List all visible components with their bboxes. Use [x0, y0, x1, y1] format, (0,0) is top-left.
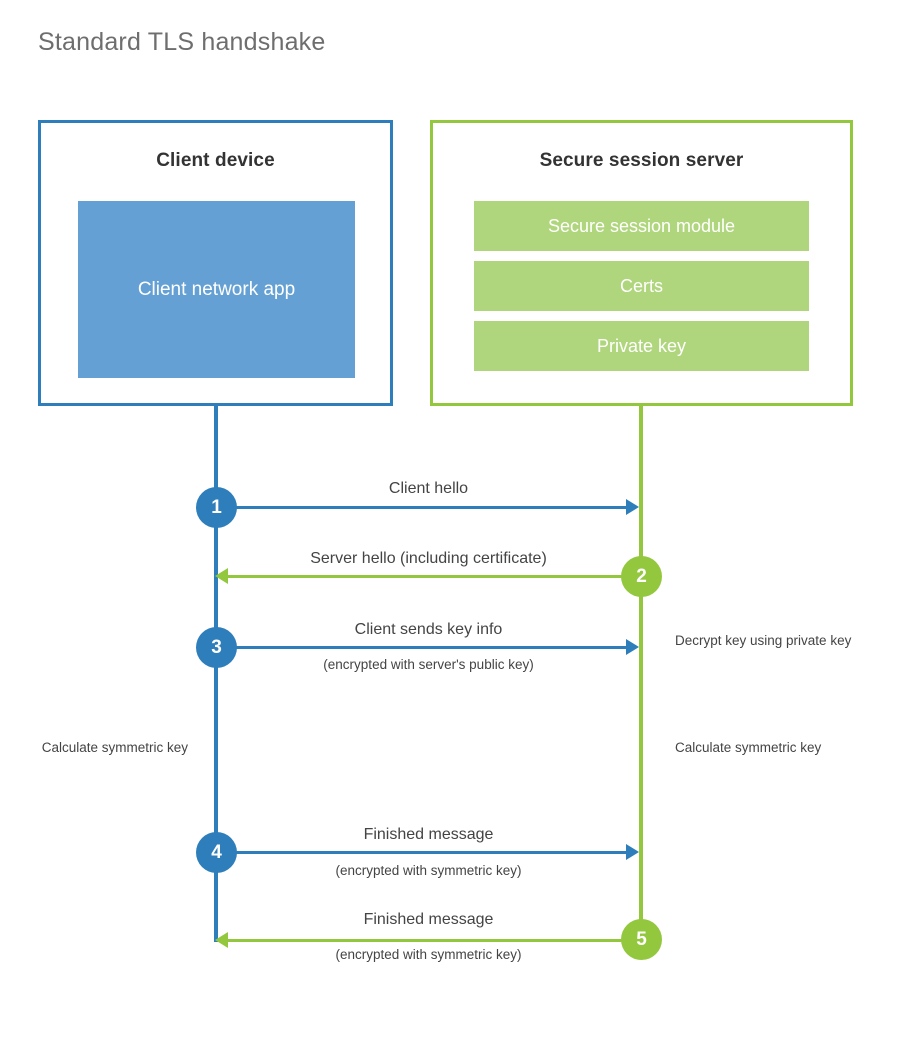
client-network-app-block: Client network app	[78, 201, 355, 378]
server-components-list: Secure session module Certs Private key	[474, 201, 809, 371]
secure-session-server-box: Secure session server Secure session mod…	[430, 120, 853, 406]
step-3-arrow-line	[216, 646, 626, 649]
step-2-arrow-head-icon	[215, 568, 228, 584]
client-device-title: Client device	[156, 150, 275, 171]
server-decrypt-annotation: Decrypt key using private key	[675, 633, 852, 648]
step-4-number-badge: 4	[196, 832, 237, 873]
client-calculate-symmetric-key-annotation: Calculate symmetric key	[41, 740, 188, 755]
step-3-sublabel: (encrypted with server's public key)	[323, 657, 534, 672]
client-lifeline	[214, 403, 218, 942]
step-1-number-badge: 1	[196, 487, 237, 528]
step-5-label: Finished message	[363, 911, 494, 928]
step-4-arrow-head-icon	[626, 844, 639, 860]
step-5-arrow-line	[228, 939, 641, 942]
step-2-arrow-line	[228, 575, 641, 578]
server-lifeline	[639, 403, 643, 942]
server-component-certs: Certs	[474, 261, 809, 311]
step-3-label: Client sends key info	[354, 621, 503, 638]
server-component-private-key: Private key	[474, 321, 809, 371]
step-5-number-badge: 5	[621, 919, 662, 960]
server-component-secure-session-module: Secure session module	[474, 201, 809, 251]
client-device-box: Client device Client network app	[38, 120, 393, 406]
page-title: Standard TLS handshake	[38, 28, 326, 56]
step-1-arrow-line	[216, 506, 626, 509]
step-1-label: Client hello	[388, 480, 469, 497]
step-5-sublabel: (encrypted with symmetric key)	[335, 947, 522, 962]
step-2-number-badge: 2	[621, 556, 662, 597]
step-4-sublabel: (encrypted with symmetric key)	[335, 863, 522, 878]
step-2-label: Server hello (including certificate)	[310, 550, 547, 567]
step-3-number-badge: 3	[196, 627, 237, 668]
step-5-arrow-head-icon	[215, 932, 228, 948]
step-4-arrow-line	[216, 851, 626, 854]
secure-session-server-title: Secure session server	[539, 150, 744, 171]
step-4-label: Finished message	[363, 826, 494, 843]
server-calculate-symmetric-key-annotation: Calculate symmetric key	[675, 740, 822, 755]
step-3-arrow-head-icon	[626, 639, 639, 655]
step-1-arrow-head-icon	[626, 499, 639, 515]
